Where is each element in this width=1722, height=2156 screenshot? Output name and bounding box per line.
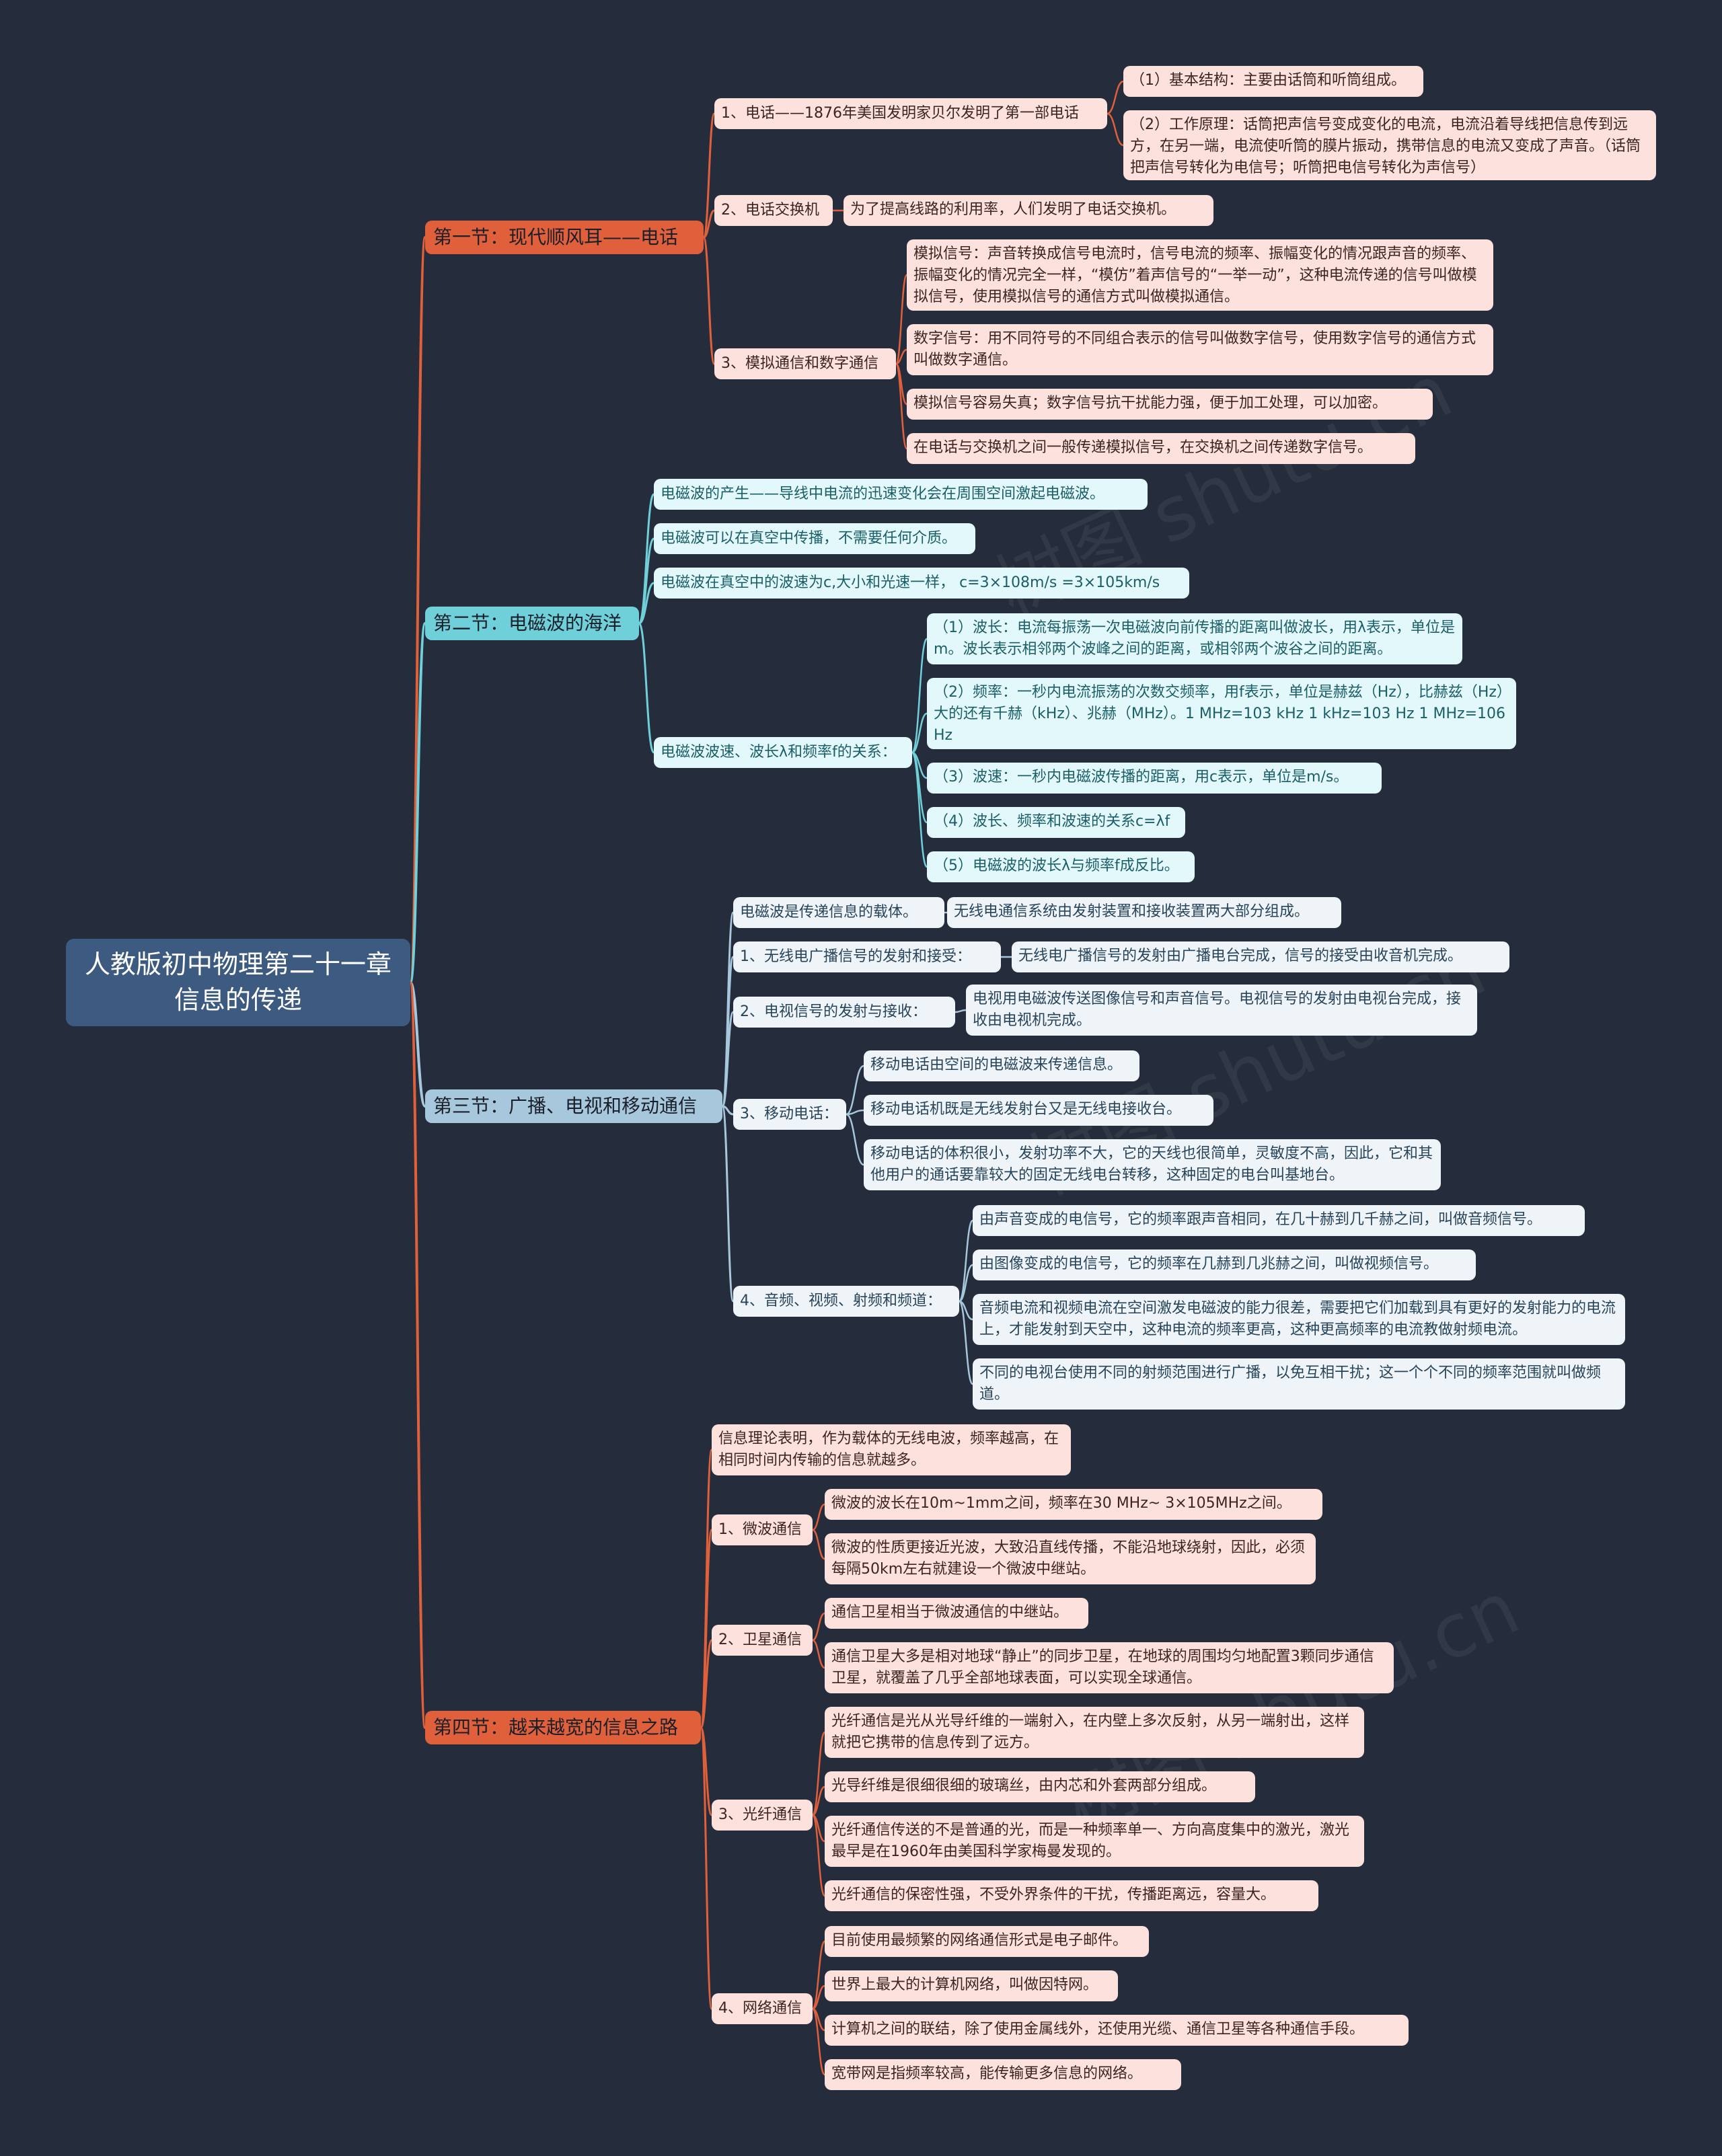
- connector: [811, 2007, 826, 2076]
- section-2-item-4-detail-2[interactable]: （2）频率：一秒内电流振荡的次数交频率，用f表示，单位是赫兹（Hz），比赫兹（H…: [927, 678, 1516, 749]
- section-3-item-5-detail-2[interactable]: 由图像变成的电信号，它的频率在几赫到几兆赫之间，叫做视频信号。: [973, 1249, 1476, 1280]
- section-4-item-5[interactable]: 4、网络通信: [712, 1993, 813, 2024]
- connector: [409, 981, 426, 1108]
- section-1-item-3[interactable]: 3、模拟通信和数字通信: [714, 348, 896, 379]
- section-3[interactable]: 第三节：广播、电视和移动通信: [425, 1089, 722, 1123]
- section-4-item-1[interactable]: 信息理论表明，作为载体的无线电波，频率越高，在相同时间内传输的信息就越多。: [712, 1424, 1071, 1475]
- section-1-item-3-detail-3[interactable]: 模拟信号容易失真；数字信号抗干扰能力强，便于加工处理，可以加密。: [907, 389, 1433, 420]
- connector: [911, 712, 928, 754]
- section-4-item-2-detail-1[interactable]: 微波的波长在10m~1mm之间，频率在30 MHz~ 3×105MHz之间。: [825, 1489, 1322, 1520]
- section-4-item-3[interactable]: 2、卫星通信: [712, 1625, 813, 1656]
- connector: [895, 362, 908, 450]
- section-4-item-5-detail-1[interactable]: 目前使用最频繁的网络通信形式是电子邮件。: [825, 1926, 1149, 1957]
- section-3-item-5-detail-1[interactable]: 由声音变成的电信号，它的频率跟声音相同，在几十赫到几千赫之间，叫做音频信号。: [973, 1205, 1585, 1236]
- section-2-item-4-detail-1[interactable]: （1）波长：电流每振荡一次电磁波向前传播的距离叫做波长，用λ表示，单位是m。波长…: [927, 613, 1462, 664]
- section-1-item-3-detail-1[interactable]: 模拟信号：声音转换成信号电流时，信号电流的频率、振幅变化的情况跟声音的频率、振幅…: [907, 239, 1493, 311]
- section-3-item-1-detail-1[interactable]: 无线电通信系统由发射装置和接收装置两大部分组成。: [947, 897, 1341, 928]
- connector: [812, 1639, 825, 1669]
- section-1-item-1-detail-1[interactable]: （1）基本结构：主要由话筒和听筒组成。: [1123, 66, 1423, 97]
- connector: [812, 1529, 825, 1560]
- connector: [721, 1105, 735, 1303]
- section-3-item-4-detail-1[interactable]: 移动电话由空间的电磁波来传递信息。: [864, 1050, 1139, 1081]
- section-1-item-2[interactable]: 2、电话交换机: [714, 195, 833, 226]
- connector: [811, 1731, 826, 1816]
- section-3-item-5-detail-3[interactable]: 音频电流和视频电流在空间激发电磁波的能力很差，需要把它们加载到具有更好的发射能力…: [973, 1294, 1625, 1345]
- connector: [702, 236, 716, 365]
- section-4-item-4-detail-4[interactable]: 光纤通信的保密性强，不受外界条件的干扰，传播距离远，容量大。: [825, 1880, 1318, 1911]
- connector: [895, 348, 907, 365]
- connector: [812, 1503, 825, 1531]
- section-1-item-1[interactable]: 1、电话——1876年美国发明家贝尔发明了第一部电话: [714, 98, 1107, 129]
- section-1-item-1-detail-2[interactable]: （2）工作原理：话筒把声信号变成变化的电流，电流沿着导线把信息传到远方，在另一端…: [1123, 110, 1656, 180]
- section-3-item-2-detail-1[interactable]: 无线电广播信号的发射由广播电台完成，信号的接受由收音机完成。: [1012, 941, 1509, 972]
- connector: [911, 751, 928, 868]
- section-1-item-3-detail-2[interactable]: 数字信号：用不同符号的不同组合表示的信号叫做数字信号，使用数字信号的通信方式叫做…: [907, 324, 1493, 375]
- section-4-item-4[interactable]: 3、光纤通信: [712, 1800, 813, 1831]
- connector: [911, 638, 928, 754]
- section-4-item-2[interactable]: 1、微波通信: [712, 1514, 813, 1545]
- section-3-item-4[interactable]: 3、移动电话：: [733, 1099, 846, 1130]
- connector: [954, 1009, 967, 1013]
- connector: [959, 1264, 973, 1303]
- connector: [1107, 112, 1124, 147]
- connector: [700, 1639, 713, 1729]
- section-2-item-3[interactable]: 电磁波在真空中的波速为c,大小和光速一样， c=3×108m/s =3×105k…: [654, 568, 1189, 599]
- section-4-item-3-detail-1[interactable]: 通信卫星相当于微波通信的中继站。: [825, 1598, 1088, 1629]
- section-1-item-3-detail-4[interactable]: 在电话与交换机之间一般传递模拟信号，在交换机之间传递数字信号。: [907, 433, 1415, 464]
- section-4-item-5-detail-2[interactable]: 世界上最大的计算机网络，叫做因特网。: [825, 1970, 1118, 2001]
- section-2-item-1[interactable]: 电磁波的产生——导线中电流的迅速变化会在周围空间激起电磁波。: [654, 479, 1148, 510]
- section-4-item-4-detail-1[interactable]: 光纤通信是光从光导纤维的一端射入，在内壁上多次反射，从另一端射出，这样就把它携带…: [825, 1707, 1364, 1758]
- section-3-item-4-detail-3[interactable]: 移动电话的体积很小，发射功率不大，它的天线也很简单，灵敏度不高，因此，它和其他用…: [864, 1139, 1441, 1190]
- connector: [811, 1940, 826, 2010]
- connector: [812, 1985, 825, 2010]
- section-3-item-5-detail-4[interactable]: 不同的电视台使用不同的射频范围进行广播，以免互相干扰；这一个个不同的频率范围就叫…: [973, 1358, 1625, 1410]
- section-3-item-2[interactable]: 1、无线电广播信号的发射和接受：: [733, 941, 1001, 972]
- connector: [703, 209, 715, 239]
- connector: [812, 1785, 825, 1816]
- connector: [958, 1300, 974, 1385]
- connector: [895, 274, 908, 365]
- section-2-item-4-detail-3[interactable]: （3）波速：一秒内电磁波传播的距离，用c表示，单位是m/s。: [927, 763, 1382, 794]
- connector: [846, 1065, 864, 1116]
- section-2-item-2[interactable]: 电磁波可以在真空中传播，不需要任何介质。: [654, 523, 975, 554]
- section-4-item-3-detail-2[interactable]: 通信卫星大多是相对地球“静止”的同步卫星，在地球的周围均匀地配置3颗同步通信卫星…: [825, 1642, 1394, 1693]
- section-1-item-2-detail-1[interactable]: 为了提高线路的利用率，人们发明了电话交换机。: [844, 195, 1213, 226]
- connector: [812, 1612, 825, 1642]
- connector: [721, 1011, 735, 1108]
- connector: [1107, 80, 1124, 115]
- section-4-item-5-detail-3[interactable]: 计算机之间的联结，除了使用金属线外，还使用光缆、通信卫星等各种通信手段。: [825, 2015, 1409, 2046]
- section-3-item-1[interactable]: 电磁波是传递信息的载体。: [733, 897, 944, 928]
- connector: [958, 1219, 974, 1303]
- section-2-item-4[interactable]: 电磁波波速、波长λ和频率f的关系：: [654, 737, 912, 768]
- connector: [409, 236, 426, 984]
- section-4-item-5-detail-4[interactable]: 宽带网是指频率较高，能传输更多信息的网络。: [825, 2059, 1181, 2090]
- section-2-item-4-detail-4[interactable]: （4）波长、频率和波速的关系c=λf: [927, 807, 1185, 838]
- connector: [409, 981, 426, 1729]
- root-topic[interactable]: 人教版初中物理第二十一章 信息的传递: [66, 939, 410, 1026]
- section-3-item-4-detail-2[interactable]: 移动电话机既是无线发射台又是无线电接收台。: [864, 1095, 1213, 1126]
- connector: [700, 1726, 713, 2010]
- section-2-item-4-detail-5[interactable]: （5）电磁波的波长λ与频率f成反比。: [927, 851, 1195, 882]
- section-1[interactable]: 第一节：现代顺风耳——电话: [425, 221, 704, 254]
- section-3-item-3[interactable]: 2、电视信号的发射与接收：: [733, 997, 955, 1028]
- connector: [638, 622, 655, 754]
- connector: [702, 112, 716, 239]
- connector: [638, 582, 654, 625]
- section-3-item-3-detail-1[interactable]: 电视用电磁波传送图像信号和声音信号。电视信号的发射由电视台完成，接收由电视机完成…: [966, 985, 1477, 1036]
- section-4-item-4-detail-2[interactable]: 光导纤维是很细很细的玻璃丝，由内芯和外套两部分组成。: [825, 1771, 1255, 1802]
- connector: [811, 1814, 826, 1897]
- section-3-item-5[interactable]: 4、音频、视频、射频和频道：: [733, 1286, 959, 1317]
- connector: [409, 622, 426, 984]
- connector: [846, 1113, 864, 1166]
- section-4[interactable]: 第四节：越来越宽的信息之路: [425, 1711, 701, 1744]
- section-4-item-2-detail-2[interactable]: 微波的性质更接近光波，大致沿直线传播，不能沿地球绕射，因此，必须每隔50km左右…: [825, 1533, 1316, 1584]
- section-2[interactable]: 第二节：电磁波的海洋: [425, 607, 639, 640]
- section-4-item-4-detail-3[interactable]: 光纤通信传送的不是普通的光，而是一种频率单一、方向高度集中的激光，激光最早是在1…: [825, 1816, 1364, 1867]
